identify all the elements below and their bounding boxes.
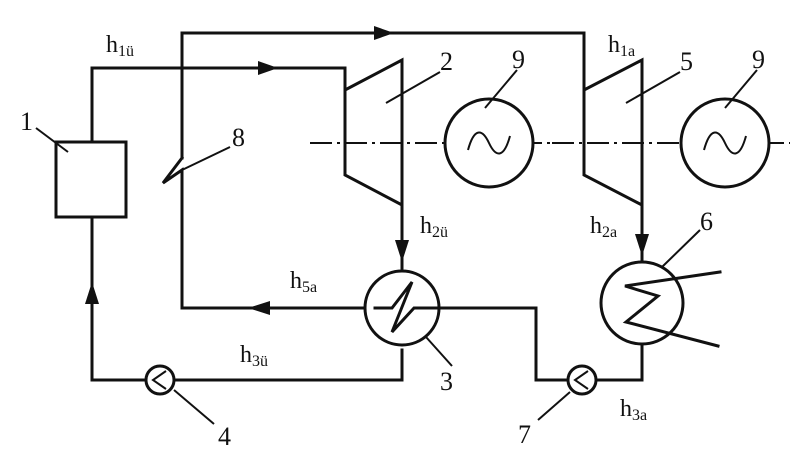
leader-1 [35,127,69,153]
throttle-8 [161,155,185,185]
leader-6 [661,229,701,268]
pipe-heater-return [90,215,149,382]
zigzag-coil-icon [373,281,440,334]
pump-chevron-icon [573,370,589,390]
arrow-h1u [258,61,278,75]
label-7: 7 [518,420,531,449]
label-9-right: 9 [752,45,765,74]
arrow-heater-inlet [85,282,99,304]
condenser-coil-icon [622,270,722,348]
state-h2u: h2ü [420,213,448,241]
turbine-2 [343,57,404,208]
condenser-6 [599,260,722,348]
arrow-h2a [635,234,649,256]
leader-3 [425,336,453,367]
label-8: 8 [232,123,245,152]
state-h3a: h3a [620,396,647,424]
leader-8 [181,146,231,171]
pipe-h5a [180,181,367,310]
label-1: 1 [20,107,33,136]
generator-left [443,97,535,189]
state-h1u: h1ü [106,32,134,60]
heat-exchanger-3 [363,269,441,347]
arrow-h5a [248,301,270,315]
sine-wave-icon [467,131,511,155]
pump-chevron-icon [151,370,167,390]
generator-right [679,97,771,189]
heater-box [54,140,128,219]
leader-9-right [724,69,758,109]
pump-7 [566,364,598,396]
label-2: 2 [440,47,453,76]
pipe-exchanger-to-pump7 [436,306,570,382]
leader-9-left [484,69,518,109]
state-h2a: h2a [590,213,617,241]
arrow-h2u [395,240,409,262]
label-6: 6 [700,207,713,236]
label-3: 3 [440,367,453,396]
leader-7 [537,391,571,421]
label-9-left: 9 [512,45,525,74]
arrow-h1a [374,26,394,40]
state-h3u: h3ü [240,342,268,370]
state-h5a: h5a [290,268,317,296]
pipe-h3u [172,348,404,382]
leader-4 [173,389,215,425]
pump-4 [144,364,176,396]
leader-5 [625,71,681,104]
label-5: 5 [680,47,693,76]
label-4: 4 [218,422,231,451]
pipe-h3a [594,343,644,382]
sine-wave-icon [703,131,747,155]
state-h1a: h1a [608,32,635,60]
leader-2 [385,71,441,104]
pipe-h1u [90,66,347,144]
turbine-5 [582,57,644,208]
